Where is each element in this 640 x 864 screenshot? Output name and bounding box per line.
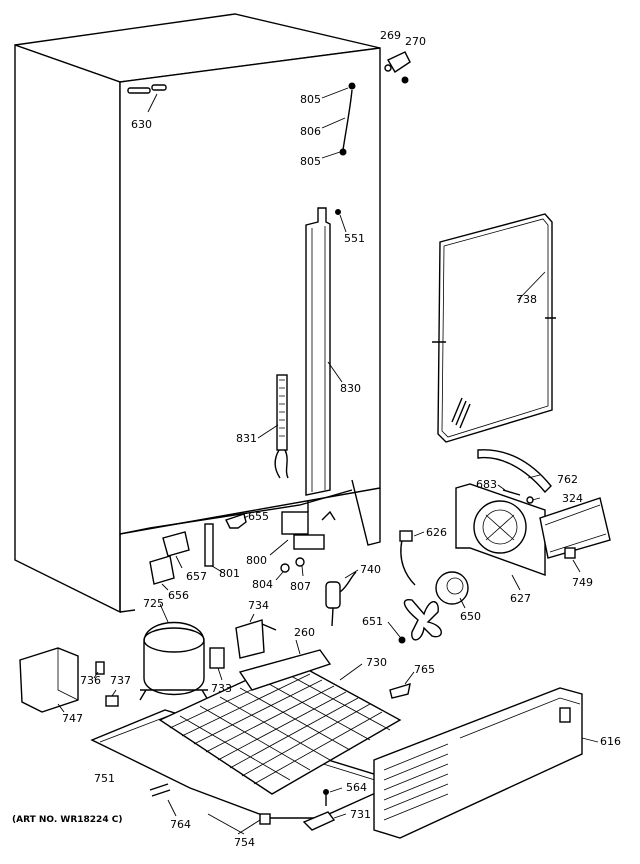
fan-motor-650 (435, 571, 469, 609)
overload-656 (149, 555, 175, 591)
bracket-747 (19, 647, 79, 713)
label-731: 731 (350, 808, 371, 821)
fan-shroud-627 (455, 483, 546, 591)
label-805a: 805 (300, 93, 321, 106)
screw-551 (335, 209, 347, 233)
tube-801 (204, 523, 223, 573)
label-627: 627 (510, 592, 531, 605)
label-749: 749 (572, 576, 593, 589)
art-number: (ART NO. WR18224 C) (12, 815, 122, 825)
label-737: 737 (110, 674, 131, 687)
hose-762 (477, 449, 552, 494)
fan-blade-651 (387, 598, 442, 644)
condenser-730 (158, 659, 402, 795)
tube-806 (321, 82, 356, 159)
hinge-269-270 (384, 51, 411, 84)
label-831: 831 (236, 432, 257, 445)
wire-626 (399, 530, 425, 586)
part-655 (225, 513, 249, 529)
label-754: 754 (234, 836, 255, 849)
label-764: 764 (170, 818, 191, 831)
label-657: 657 (186, 570, 207, 583)
label-655: 655 (248, 510, 269, 523)
compressor-725 (139, 603, 209, 701)
grommet-324 (526, 496, 541, 504)
label-656: 656 (168, 589, 189, 602)
clip-765 (389, 671, 415, 699)
clip-731 (302, 811, 347, 831)
label-616: 616 (600, 735, 621, 748)
label-747: 747 (62, 712, 83, 725)
relay-657 (162, 531, 190, 569)
label-734: 734 (248, 599, 269, 612)
label-269: 269 (380, 29, 401, 42)
label-762: 762 (557, 473, 578, 486)
duct-260 (238, 639, 332, 691)
label-736: 736 (80, 674, 101, 687)
screw-683 (497, 484, 521, 496)
label-551: 551 (344, 232, 365, 245)
part-804 (275, 563, 290, 581)
label-270: 270 (405, 35, 426, 48)
part-736 (93, 661, 105, 679)
part-labels: 269 270 630 805 806 805 551 738 830 831 … (12, 29, 621, 849)
label-725: 725 (143, 597, 164, 610)
label-651: 651 (362, 615, 383, 628)
rear-cover-616 (373, 687, 599, 839)
label-260: 260 (294, 626, 315, 639)
thermostat-740 (325, 569, 359, 627)
channel-830 (305, 207, 343, 496)
label-740: 740 (360, 563, 381, 576)
label-807: 807 (290, 580, 311, 593)
label-804: 804 (252, 578, 273, 591)
valve-800 (269, 500, 336, 556)
heater-831 (257, 374, 289, 479)
part-807 (295, 557, 305, 577)
label-738: 738 (516, 293, 537, 306)
part-737 (105, 689, 119, 707)
label-733: 733 (211, 682, 232, 695)
part-754 (207, 813, 271, 835)
label-626: 626 (426, 526, 447, 539)
label-805b: 805 (300, 155, 321, 168)
label-800: 800 (246, 554, 267, 567)
label-324: 324 (562, 492, 583, 505)
label-765: 765 (414, 663, 435, 676)
door-gasket-738 (432, 213, 556, 443)
label-650: 650 (460, 610, 481, 623)
cover-749 (539, 497, 611, 573)
label-564: 564 (346, 781, 367, 794)
label-683: 683 (476, 478, 497, 491)
screw-564 (323, 787, 343, 806)
label-801: 801 (219, 567, 240, 580)
part-764 (149, 783, 177, 817)
label-830: 830 (340, 382, 361, 395)
label-751: 751 (94, 772, 115, 785)
label-630: 630 (131, 118, 152, 131)
capacitor-733 (209, 647, 225, 681)
bracket-734 (235, 613, 277, 659)
label-806: 806 (300, 125, 321, 138)
label-730: 730 (366, 656, 387, 669)
